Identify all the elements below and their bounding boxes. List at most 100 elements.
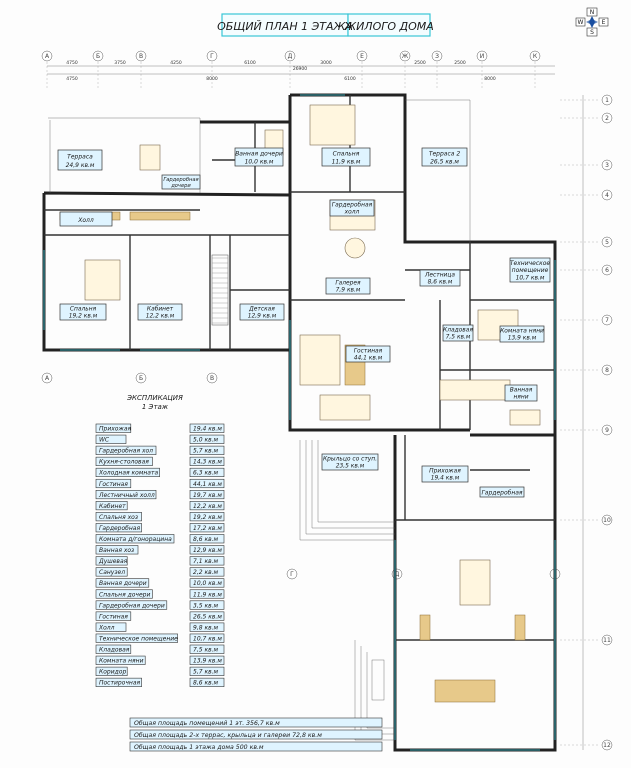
svg-text:5,7 кв.м: 5,7 кв.м <box>193 669 219 676</box>
dimension-top: 6100 <box>244 60 256 66</box>
svg-text:Санузел: Санузел <box>99 569 125 576</box>
svg-text:Холодная комната: Холодная комната <box>98 470 158 477</box>
axis-label-bottom: Б <box>139 375 143 382</box>
svg-text:Холл: Холл <box>77 217 94 224</box>
svg-text:Комната няни: Комната няни <box>500 329 544 335</box>
legend-title: 1 Этаж <box>142 403 169 411</box>
svg-text:Душевая: Душевая <box>98 558 128 565</box>
axis-marker-number <box>601 264 613 276</box>
svg-text:холл: холл <box>344 210 360 216</box>
axis-label-bottom: А <box>45 375 50 382</box>
svg-text:Кабинет: Кабинет <box>147 307 174 313</box>
svg-text:Техническое помещение: Техническое помещение <box>99 635 178 642</box>
plan-title-part2: ЖИЛОГО ДОМА <box>343 20 434 33</box>
svg-text:Кладовая: Кладовая <box>99 647 130 654</box>
svg-text:WC: WC <box>99 437 110 444</box>
svg-text:Коридор: Коридор <box>99 669 126 676</box>
total-line: Общая площадь 2-х террас, крыльца и гале… <box>129 729 383 740</box>
svg-text:Ванная хоз: Ванная хоз <box>99 547 134 554</box>
svg-text:Гардеробная: Гардеробная <box>99 525 140 532</box>
dimension-top: 2500 <box>414 60 426 66</box>
axis-label-bottom: В <box>210 375 214 382</box>
svg-text:7,9 кв.м: 7,9 кв.м <box>336 288 361 294</box>
axis-marker-bottom <box>135 372 147 384</box>
svg-text:Комната няни: Комната няни <box>99 658 144 665</box>
svg-text:19,2 кв.м: 19,2 кв.м <box>69 314 98 320</box>
axis-marker-top <box>41 50 53 62</box>
svg-text:26,5 кв.м: 26,5 кв.м <box>193 613 222 620</box>
legend-title: ЭКСПЛИКАЦИЯ <box>126 394 183 402</box>
svg-text:Гостиная: Гостиная <box>99 613 128 620</box>
axis-label-number: 4 <box>605 192 609 199</box>
svg-text:Гардеробная: Гардеробная <box>332 203 373 209</box>
svg-text:7,5 кв.м: 7,5 кв.м <box>193 647 219 654</box>
svg-text:Техническое: Техническое <box>510 260 551 267</box>
svg-text:19,4 кв.м: 19,4 кв.м <box>193 426 222 433</box>
axis-label-lower: Г <box>290 571 294 578</box>
axis-marker-number <box>601 514 613 526</box>
total-line: Общая площадь 1 этажа дома 500 кв.м <box>129 741 383 752</box>
windows <box>43 94 556 751</box>
room-label-wardrobe: Гардеробная <box>479 486 525 498</box>
axis-marker-number <box>601 314 613 326</box>
svg-text:10,7 кв.м: 10,7 кв.м <box>193 635 222 642</box>
axis-marker-bottom <box>206 372 218 384</box>
axis-label-top: Ж <box>402 53 409 60</box>
axis-marker-top <box>135 50 147 62</box>
svg-text:12,2 кв.м: 12,2 кв.м <box>193 503 222 510</box>
axis-marker-number <box>601 189 613 201</box>
svg-text:Холл: Холл <box>98 624 115 631</box>
svg-text:13,9 кв.м: 13,9 кв.м <box>193 658 222 665</box>
svg-text:10,0 кв.м: 10,0 кв.м <box>245 158 274 165</box>
svg-text:11,9 кв.м: 11,9 кв.м <box>193 591 222 598</box>
dimension-top: 2500 <box>454 60 466 66</box>
svg-text:няни: няни <box>513 395 528 401</box>
axis-marker-number <box>601 424 613 436</box>
svg-text:12,9 кв.м: 12,9 кв.м <box>248 314 277 320</box>
svg-text:помещение: помещение <box>512 267 549 274</box>
axis-label-top: Е <box>360 53 364 60</box>
dimension-top-secondary: 8000 <box>206 76 218 82</box>
svg-text:Кухня-столовая: Кухня-столовая <box>99 459 149 466</box>
legend-row: Гостиная 26,5 кв.м <box>95 611 225 621</box>
axis-marker-bottom <box>41 372 53 384</box>
axis-marker-top <box>476 50 488 62</box>
svg-text:Кладовая: Кладовая <box>443 328 473 334</box>
svg-text:44,1 кв.м: 44,1 кв.м <box>354 356 383 362</box>
axis-label-number: 2 <box>605 115 609 122</box>
svg-text:19,7 кв.м: 19,7 кв.м <box>193 492 222 499</box>
axis-label-top: К <box>533 53 538 60</box>
svg-text:12,2 кв.м: 12,2 кв.м <box>146 314 175 320</box>
svg-text:23,5 кв.м: 23,5 кв.м <box>336 464 365 470</box>
axis-label-top: И <box>480 53 485 60</box>
svg-text:Гардеробная хол: Гардеробная хол <box>99 448 153 455</box>
axis-label-number: 6 <box>605 267 609 274</box>
axis-marker-number <box>601 634 613 646</box>
total-line: Общая площадь помещений 1 эт. 356,7 кв.м <box>129 717 383 728</box>
axis-marker-top <box>206 50 218 62</box>
